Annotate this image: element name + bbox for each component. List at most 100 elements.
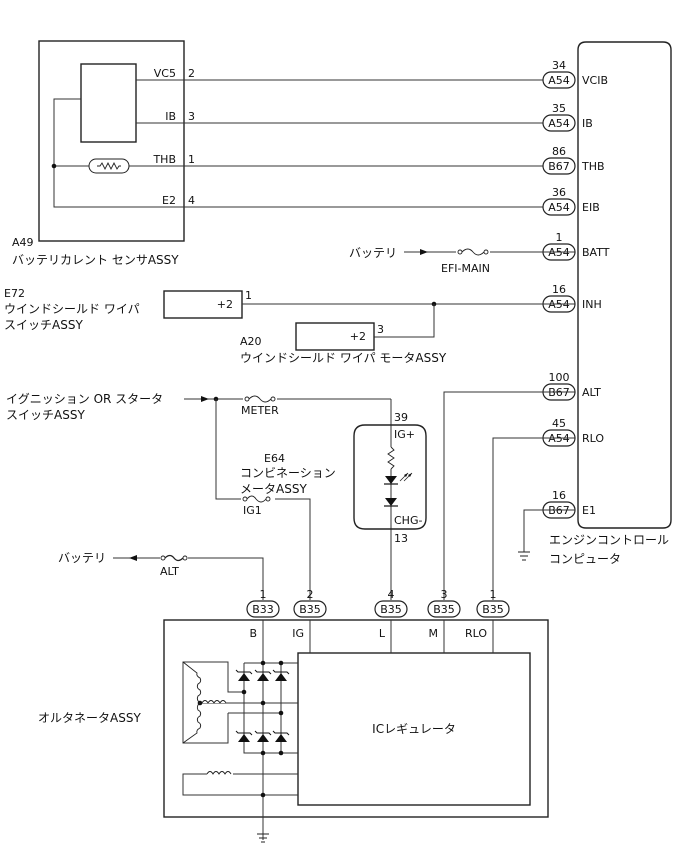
- rectifier-diode-icon: [254, 669, 272, 681]
- connector-code: B67: [548, 160, 570, 173]
- pin-number: 100: [549, 371, 570, 384]
- fuse-icon: [241, 495, 275, 503]
- wiper-switch-code: E72: [4, 287, 25, 300]
- pin-number: 2: [307, 588, 314, 601]
- sensor-code: A49: [12, 236, 34, 249]
- ecu-terminal-name: VCIB: [582, 74, 608, 87]
- sensor-pin-2: 2: [188, 67, 195, 80]
- wiper-motor-code: A20: [240, 335, 262, 348]
- pin-number: 1: [260, 588, 267, 601]
- fuse-ig1-label: IG1: [243, 504, 262, 517]
- ignition-circuit: イグニッション OR スタータ スイッチASSY METER IG1: [6, 392, 392, 600]
- connector-code: B35: [433, 603, 455, 616]
- wiper-switch-value: +2: [217, 298, 233, 311]
- ground-icon: [257, 833, 269, 843]
- alternator-terminal-name: RLO: [465, 627, 487, 640]
- connector-code: A54: [548, 201, 570, 214]
- resistor-icon: [387, 446, 395, 470]
- meter-term-top: IG+: [394, 428, 415, 441]
- wiper-switch-name-line2: スイッチASSY: [4, 318, 83, 332]
- wiper-motor-value: +2: [350, 330, 366, 343]
- ecu-terminal-name: E1: [582, 504, 596, 517]
- wiper-motor-pin: 3: [377, 323, 384, 336]
- ic-regulator-label: ICレギュレータ: [372, 722, 456, 736]
- connector-outline: [542, 198, 576, 216]
- ecu-terminal-name: THB: [581, 160, 605, 173]
- alternator-terminal-name: L: [379, 627, 386, 640]
- wiper-motor-name: ウインドシールド ワイパ モータASSY: [240, 351, 447, 365]
- connector-outline: [476, 600, 510, 618]
- pin-number: 34: [552, 59, 566, 72]
- pin-number: 1: [490, 588, 497, 601]
- battery-label-efi: バッテリ: [349, 246, 397, 260]
- pin-number: 16: [552, 489, 566, 502]
- arrow-icon: [129, 555, 137, 561]
- connector-code: B35: [299, 603, 321, 616]
- ground-icon: [518, 551, 530, 561]
- alternator: ICレギュレータ オルタネータASSY: [38, 619, 549, 843]
- meter-housing: [353, 424, 427, 530]
- arrow-icon: [201, 396, 209, 402]
- meter-name-line1: コンビネーション: [240, 466, 336, 480]
- ecu-terminal-name: INH: [582, 298, 602, 311]
- alternator-terminal-name: B: [249, 627, 257, 640]
- alternator-connector-b: B33 1B: [246, 588, 280, 640]
- connector-code: B35: [482, 603, 504, 616]
- wiper-switch-name-line1: ウインドシールド ワイパ: [4, 302, 140, 316]
- ecu-terminal-name: BATT: [582, 246, 610, 259]
- sensor-terminal-ib: IB: [165, 110, 176, 123]
- battery-label-alt: バッテリ: [58, 551, 106, 565]
- rectifier-diode-icon: [254, 730, 272, 742]
- pin-number: 3: [441, 588, 448, 601]
- battery-efi-circuit: バッテリ EFI-MAIN: [349, 246, 575, 275]
- fuse-icon: [456, 248, 490, 256]
- fuse-alt-label: ALT: [160, 565, 179, 578]
- connector-outline: [293, 600, 327, 618]
- ecu-terminal-name: ALT: [582, 386, 601, 399]
- pin-number: 1: [556, 231, 563, 244]
- alternator-terminal-name: M: [429, 627, 439, 640]
- alternator-terminal-name: IG: [292, 627, 304, 640]
- arrow-icon: [420, 249, 428, 255]
- pin-number: 4: [388, 588, 395, 601]
- fusible-link-icon: [160, 554, 188, 562]
- sensor-terminal-e2: E2: [162, 194, 176, 207]
- battery-alt-circuit: バッテリ ALT: [58, 551, 264, 600]
- connector-code: A54: [548, 117, 570, 130]
- combination-meter: 39 IG+ CHG- 13 E64 コンビネーション メータASSY: [240, 411, 427, 545]
- wiper-switch-pin: 1: [245, 289, 252, 302]
- wiper-circuit: +2 1 +2 3 E72 ウインドシールド ワイパ スイッチASSY A20 …: [4, 287, 575, 365]
- rectifier-diode-icon: [272, 669, 290, 681]
- ignition-name-line2: スイッチASSY: [6, 408, 85, 422]
- meter-term-bottom: CHG-: [394, 514, 422, 527]
- alternator-connector-ig: B35 2IG: [292, 588, 327, 640]
- fuse-meter-label: METER: [241, 404, 279, 417]
- ecu-terminal-name: IB: [582, 117, 593, 130]
- connector-code: A54: [548, 74, 570, 87]
- stator-coil-icon: [182, 661, 227, 744]
- sensor-terminal-vc5: VC5: [154, 67, 176, 80]
- connector-outline: [542, 157, 576, 175]
- rotor-coil-icon: [206, 771, 232, 775]
- alternator-name: オルタネータASSY: [38, 711, 141, 725]
- charge-warning-led-icon: [384, 472, 413, 485]
- sensor-name: バッテリカレント センサASSY: [12, 253, 179, 267]
- rectifier-diode-icon: [272, 730, 290, 742]
- meter-name-line2: メータASSY: [240, 482, 307, 496]
- diode-icon: [384, 498, 398, 507]
- ecu-name-line1: エンジンコントロール: [549, 533, 669, 547]
- ignition-name-line1: イグニッション OR スタータ: [6, 392, 163, 406]
- meter-code: E64: [264, 452, 285, 465]
- connector-code: B33: [252, 603, 274, 616]
- pin-number: 16: [552, 283, 566, 296]
- sensor-ic-block: [80, 63, 137, 143]
- thermistor-icon: [88, 158, 130, 174]
- ecu-housing: [577, 41, 672, 529]
